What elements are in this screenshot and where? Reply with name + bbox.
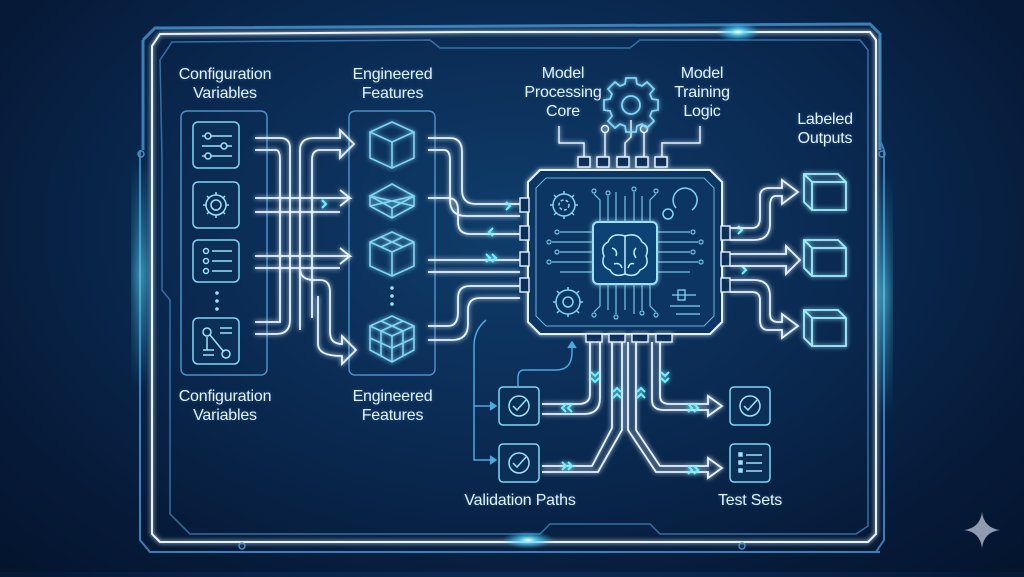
gear-icon	[603, 77, 659, 133]
circuit-traces	[546, 186, 704, 320]
pipes-core-to-outputs	[730, 178, 802, 340]
label-validation-paths: Validation Paths	[464, 492, 576, 509]
frame-node-bottom-left	[238, 542, 246, 550]
list-icon	[738, 452, 762, 473]
frame-main-white	[151, 31, 877, 543]
bottom-chevrons	[560, 371, 700, 475]
chip-slider-bottom-right	[670, 289, 700, 315]
config-item-list[interactable]	[192, 239, 240, 283]
label-features-top: Engineered Features	[352, 66, 433, 102]
label-test-sets: Test Sets	[717, 492, 782, 509]
cube-icon	[369, 121, 415, 169]
sliders-icon	[202, 132, 232, 160]
processing-core-chip[interactable]	[519, 169, 731, 335]
features-panel-border	[348, 110, 436, 376]
bottom-pins	[585, 333, 673, 343]
grid-cube-icon	[369, 315, 415, 363]
energy-glows	[136, 22, 888, 549]
frame-inner-blue	[159, 39, 869, 535]
brain-icon	[601, 234, 649, 277]
label-config-bottom: Configuration Variables	[178, 388, 272, 424]
output-cubes	[803, 173, 847, 347]
right-glow	[878, 170, 888, 420]
output-cube-1	[803, 173, 847, 211]
chip-side-pins	[519, 197, 731, 293]
layered-cube-icon	[368, 183, 416, 219]
output-cube-3	[803, 309, 847, 347]
output-cube-2	[803, 239, 847, 277]
list-icon	[202, 247, 232, 275]
split-cube-icon	[369, 231, 415, 277]
check-circle-icon	[508, 395, 530, 417]
feature-cube-2[interactable]	[368, 183, 416, 219]
test-item-1[interactable]	[729, 386, 771, 426]
config-item-gear[interactable]	[192, 181, 240, 229]
frame-node-bottom-right	[738, 542, 746, 550]
frame-outer-blue	[141, 22, 882, 150]
label-config-top: Configuration Variables	[178, 66, 272, 102]
config-panel-border	[180, 110, 268, 376]
feature-cube-1[interactable]	[369, 121, 415, 169]
chip-inner	[535, 177, 715, 327]
validation-item-2[interactable]	[498, 443, 540, 483]
top-pin-4	[635, 156, 649, 168]
training-gear	[603, 77, 659, 133]
label-labeled-outputs: Labeled Outputs	[797, 111, 853, 147]
pipes-config-to-features	[255, 127, 358, 367]
gear-icon	[203, 192, 229, 218]
config-panel	[180, 110, 268, 376]
feature-cube-4[interactable]	[369, 315, 415, 363]
pipes-features-to-core	[428, 137, 520, 341]
features-ellipsis	[390, 286, 394, 306]
check-circle-icon	[508, 452, 530, 474]
config-item-sliders[interactable]	[192, 121, 240, 169]
sparkle-icon	[964, 512, 1000, 548]
top-pin-3	[616, 156, 630, 168]
left-glow	[136, 160, 146, 390]
config-item-workflow[interactable]	[192, 317, 240, 365]
label-processing-core: Model Processing Core	[524, 65, 602, 120]
workflow-icon	[202, 327, 232, 359]
frame-node-left	[137, 150, 145, 158]
feature-cube-3[interactable]	[369, 231, 415, 277]
label-training-logic: Model Training Logic	[674, 65, 730, 120]
test-item-2[interactable]	[729, 443, 771, 483]
top-pin-2	[596, 156, 610, 168]
features-panel	[348, 110, 436, 376]
config-ellipsis	[215, 291, 219, 311]
validation-checks	[498, 386, 771, 483]
chip-gear-bottom-left	[553, 287, 583, 317]
top-connectors	[558, 120, 701, 168]
chip-gauge-top-right	[662, 187, 698, 220]
frame-node-right	[878, 150, 886, 158]
validation-item-1[interactable]	[498, 386, 540, 426]
top-pin-5	[654, 156, 668, 168]
bottom-flare	[502, 531, 554, 549]
top-pin-1	[577, 156, 591, 168]
chip-gear-top-left	[550, 191, 578, 219]
label-features-bottom: Engineered Features	[352, 388, 433, 424]
check-circle-icon	[739, 395, 761, 417]
validation-feedback-lines	[473, 319, 577, 465]
